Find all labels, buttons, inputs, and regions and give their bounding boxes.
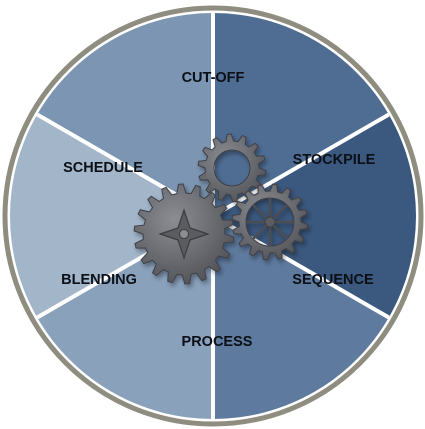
segment-blending (213, 216, 389, 419)
segment-stockpile (37, 13, 214, 216)
segment-labels: CUT-OFF STOCKPILE SEQUENCE PROCESS BLEND… (61, 70, 376, 350)
segment-label-schedule: SCHEDULE (63, 160, 143, 176)
wheel-segments (9, 13, 416, 419)
segment-divider (212, 112, 390, 218)
small-gear-icon (197, 133, 267, 203)
segment-process (213, 114, 416, 318)
wheel-gear-icon (231, 183, 309, 261)
segment-label-cut-off: CUT-OFF (182, 70, 245, 86)
segment-cut-off (9, 114, 213, 318)
center-gears (133, 133, 309, 285)
segment-label-stockpile: STOCKPILE (293, 152, 376, 168)
segment-label-sequence: SEQUENCE (292, 272, 374, 288)
large-compass-gear-icon (133, 183, 235, 285)
segment-label-blending: BLENDING (61, 272, 137, 288)
segment-label-process: PROCESS (182, 334, 253, 350)
